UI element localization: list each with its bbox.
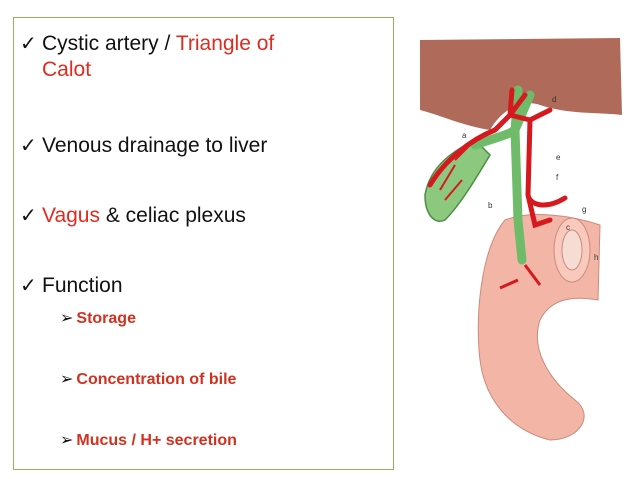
subbullet-secretion: ➢Mucus / H+ secretion [60,432,237,449]
bile-duct [470,85,535,265]
bullet-vagus: ✓Vagus & celiac plexus [20,204,246,227]
figure-label-e: e [556,153,561,162]
cystic-artery [427,87,568,229]
artery-branches [439,144,471,201]
figure-label-h: h [594,253,598,262]
gallbladder-shape [424,139,491,222]
figure-label-c: c [566,223,570,232]
checkmark-icon: ✓ [20,275,37,297]
subbullet-storage: ➢Storage [60,310,136,327]
figure-label-g: g [582,205,586,214]
arrow-bullet-icon: ➢ [60,310,74,327]
bullet-function: ✓Function [20,274,123,297]
checkmark-icon: ✓ [20,33,37,55]
figure-label-b: b [488,201,493,210]
arrow-bullet-icon: ➢ [60,371,74,388]
checkmark-icon: ✓ [20,205,37,227]
figure-label-f: f [556,173,559,182]
checkmark-icon: ✓ [20,135,37,157]
gallbladder-anatomy-illustration: a b c d e f g h [420,38,622,441]
subbullet-concentration: ➢Concentration of bile [60,371,237,388]
figure-label-a: a [462,131,467,140]
content-box [13,17,394,470]
bullet-cystic-artery: ✓Cystic artery / Triangle of Calot [20,32,275,81]
liver-shape [420,38,622,130]
pancreaticoduodenal-artery [499,264,542,290]
figure-label-d: d [552,95,556,104]
bullet-venous-drainage: ✓Venous drainage to liver [20,134,268,157]
duodenum-inner [561,229,583,271]
arrow-bullet-icon: ➢ [60,432,74,449]
